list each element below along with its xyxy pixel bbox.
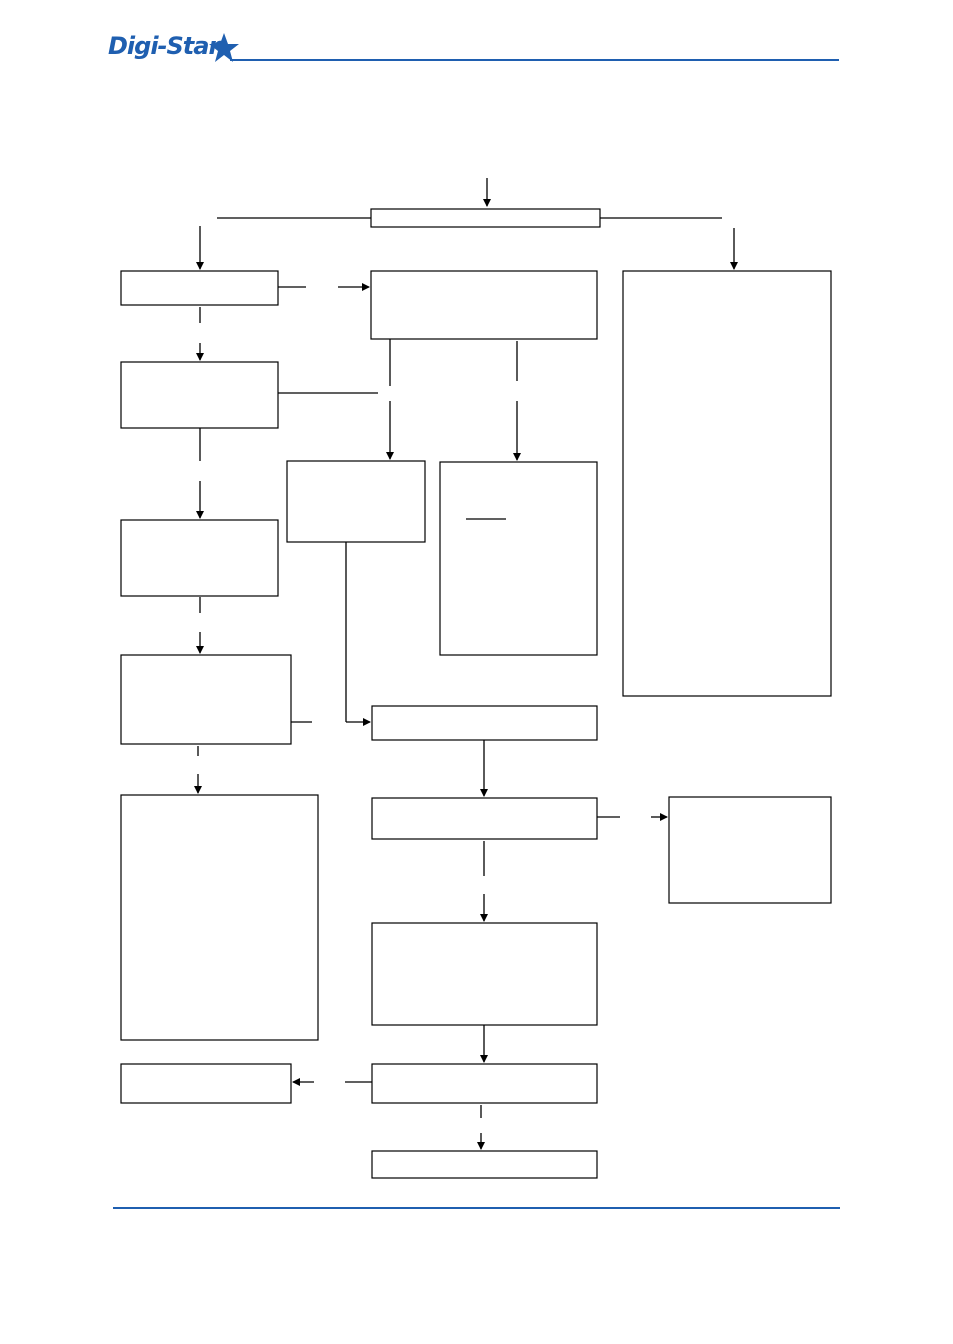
- flow-box-left-1: [120, 270, 279, 306]
- header-rule: [230, 59, 839, 61]
- flow-box-center-1: [370, 270, 598, 340]
- flow-box-center-4: [371, 922, 598, 1026]
- flow-box-left-4: [120, 654, 292, 745]
- flow-box-center-small: [286, 460, 426, 543]
- flow-box-left-2: [120, 361, 279, 429]
- flow-box-center-2: [371, 705, 598, 741]
- digi-star-logo: Digi-Star: [108, 32, 239, 66]
- flow-box-right-small: [668, 796, 832, 904]
- flow-box-left-tall: [120, 794, 319, 1041]
- flow-box-left-3: [120, 519, 279, 597]
- flow-box-center-5: [371, 1063, 598, 1104]
- star-icon: [209, 33, 239, 62]
- footer-rule: [113, 1207, 840, 1209]
- flow-box-center-6: [371, 1150, 598, 1179]
- flow-box-center-3: [371, 797, 598, 840]
- flow-box-center-right: [439, 461, 598, 656]
- logo-text: Digi-Star: [108, 32, 220, 60]
- flow-box-left-bottom: [120, 1063, 292, 1104]
- flow-box-top-bar: [370, 208, 601, 228]
- flow-box-right-tall: [622, 270, 832, 697]
